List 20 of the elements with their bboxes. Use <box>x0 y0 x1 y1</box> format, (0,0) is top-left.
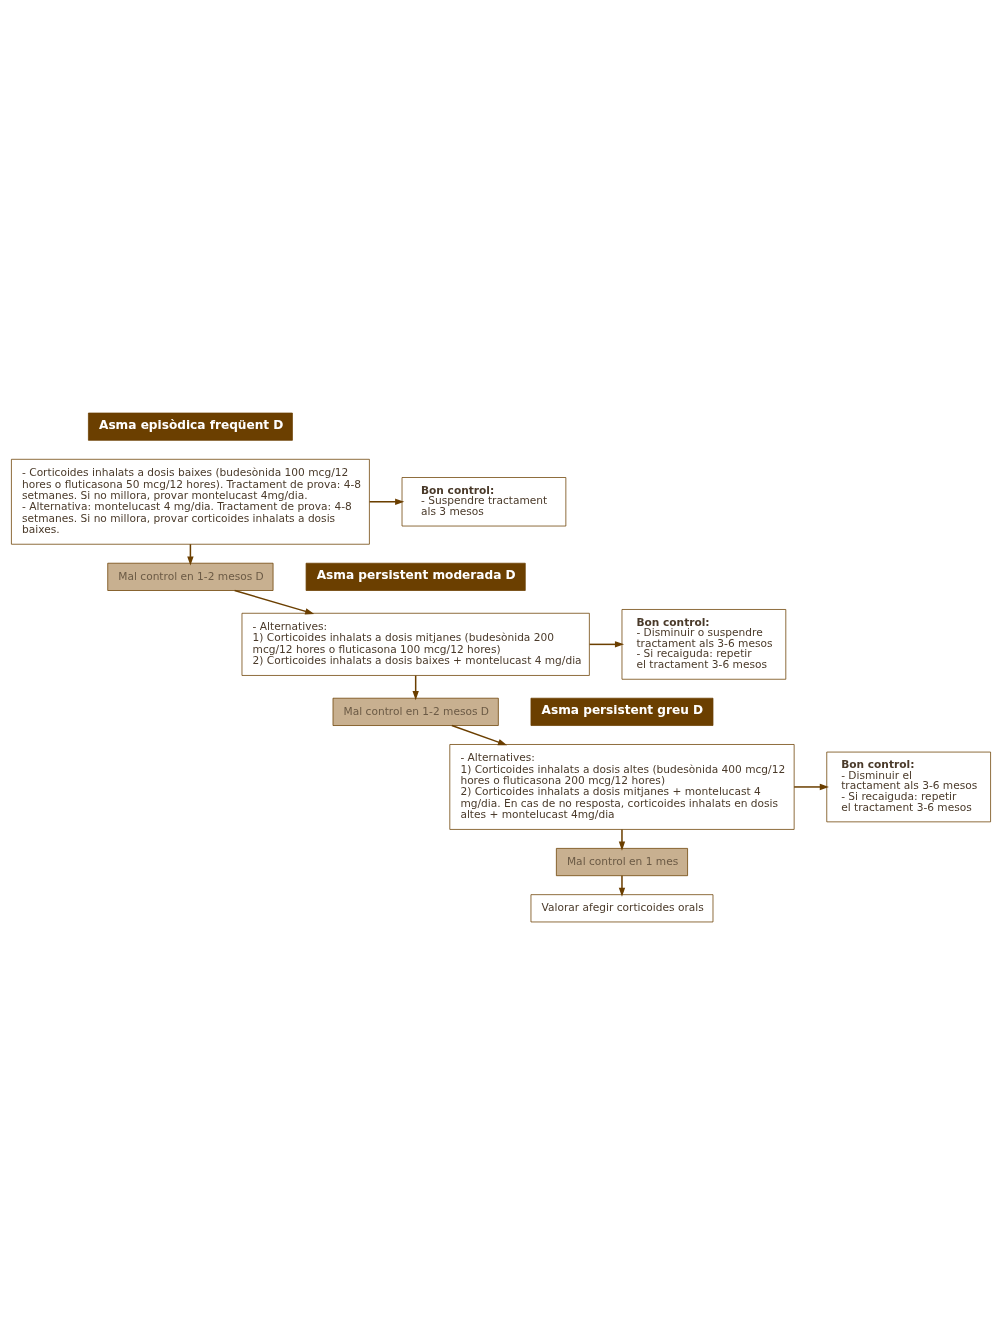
arrow <box>368 498 405 505</box>
node-box: Bon control: - Suspendre tractament als 3 mesos <box>401 477 567 527</box>
node-box: Mal control en 1 mes <box>556 848 688 877</box>
arrow <box>588 641 625 648</box>
node-box: Bon control: - Disminuir el tractament als 3-6 mesos - Si recaiguda: repetir el tractament 3-6 mesos <box>826 751 991 823</box>
arrow <box>618 875 626 897</box>
node-box: Asma persistent moderada D <box>305 562 526 591</box>
arrow <box>451 724 508 746</box>
node-box: Valorar afegir corticoides orals <box>530 894 714 923</box>
arrow <box>233 589 315 615</box>
node-box: Mal control en 1-2 mesos D <box>107 562 274 591</box>
node-box: Asma persistent greu D <box>530 697 714 726</box>
arrow <box>618 828 626 851</box>
node-box: Mal control en 1-2 mesos D <box>332 697 499 726</box>
node-box: - Alternatives: 1) Corticoides inhalats a dosis altes (budesònida 400 mcg/12 hores o fluticasona 200 mcg/12 hores) 2) Corticoides inhalats a dosis mitjanes + montelucast 4 mg/dia. En cas de no resposta, corticoides inhalats en dosis altes + montelucast 4mg/dia <box>449 744 795 830</box>
node-box: Bon control: - Disminuir o suspendre tractament als 3-6 mesos - Si recaiguda: repetir el tractament 3-6 mesos <box>621 609 787 680</box>
arrow <box>793 783 829 791</box>
node-box: - Corticoides inhalats a dosis baixes (budesònida 100 mcg/12 hores o fluticasona 50 mcg/12 hores). Tractament de prova: 4-8 setmanes. Si no millora, provar montelucast 4mg/dia. - Alternativa: montelucast 4 mg/dia. Tractament de prova: 4-8 setmanes. Si no millora, provar corticoides inhalats a dosis baixes. <box>11 458 370 545</box>
node-box: Asma episòdica freqüent D <box>88 412 293 441</box>
node-box: - Alternatives: 1) Corticoides inhalats a dosis mitjanes (budesònida 200 mcg/12 hores o fluticasona 100 mcg/12 hores) 2) Corticoides inhalats a dosis baixes + montelucast 4 mg/dia <box>241 612 590 676</box>
